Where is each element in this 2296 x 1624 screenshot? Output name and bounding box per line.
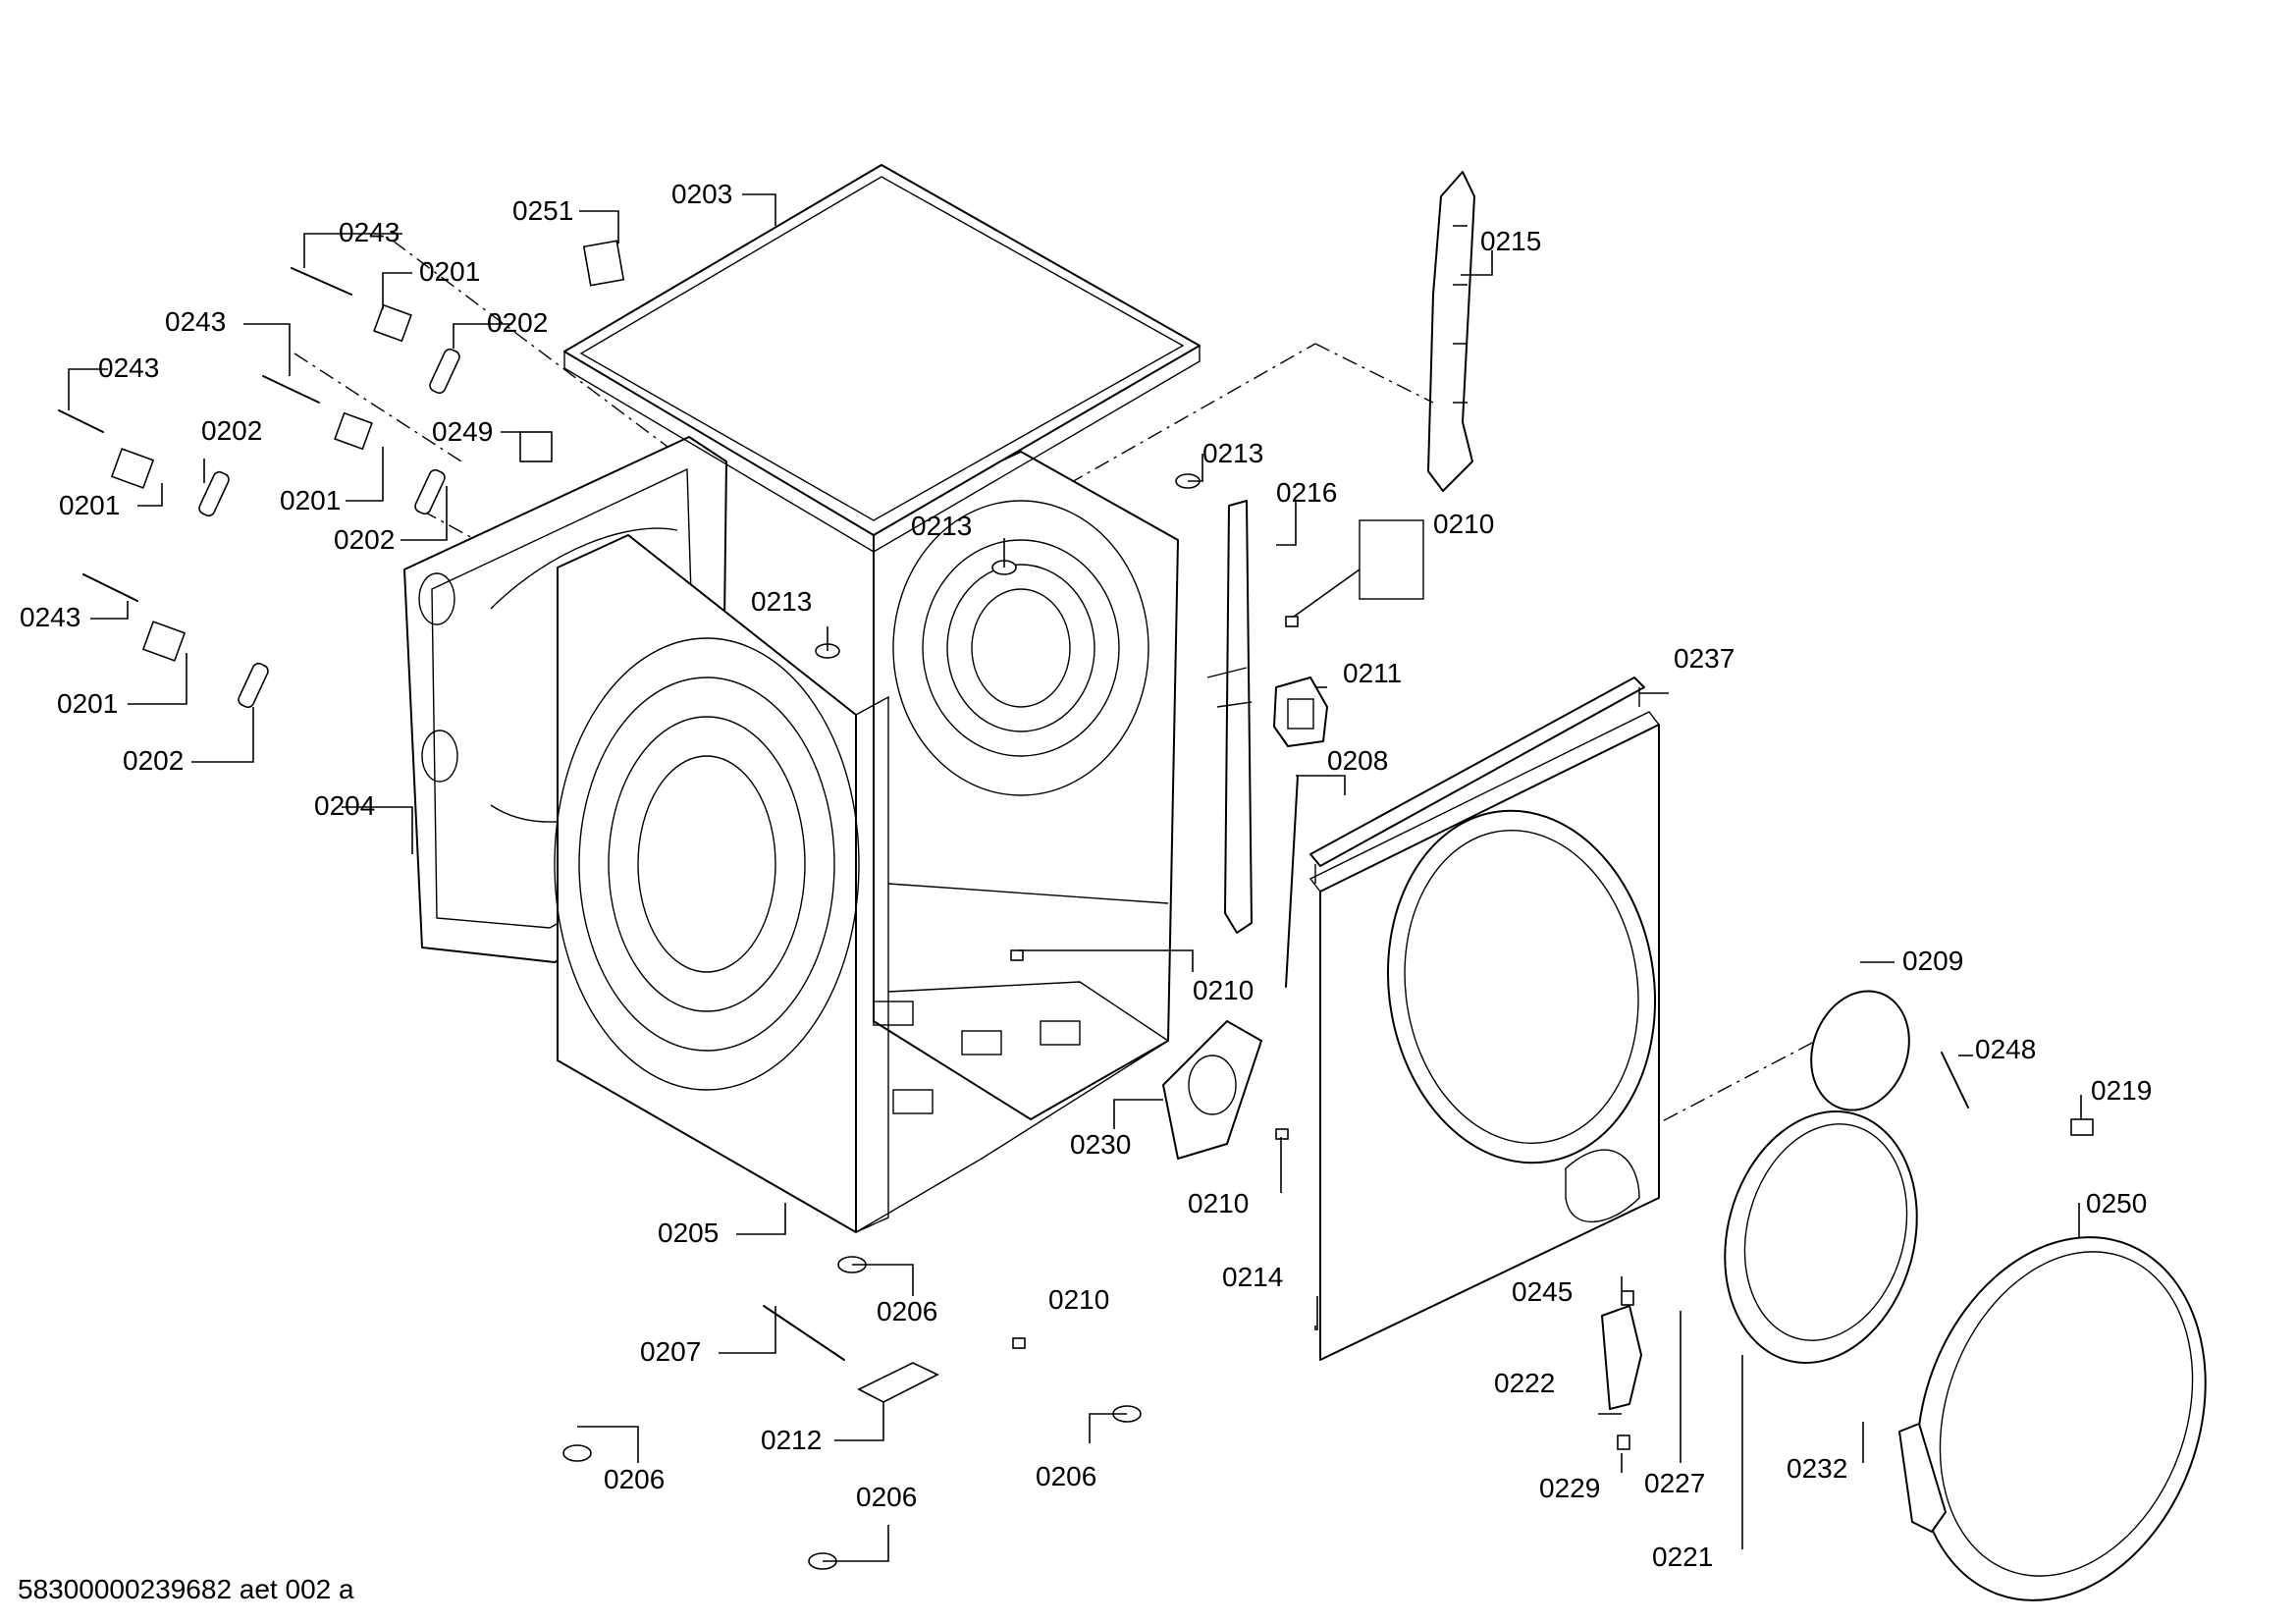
label-0210-d: 0210	[1188, 1188, 1249, 1218]
label-0201-c: 0201	[59, 490, 120, 520]
label-0210-a: 0210	[1048, 1284, 1109, 1315]
label-0248: 0248	[1975, 1034, 2036, 1064]
cable	[1285, 775, 1299, 988]
drawing-id: 58300000239682 aet 002 a	[18, 1574, 354, 1604]
label-0206-c: 0206	[1036, 1461, 1096, 1491]
label-0251: 0251	[512, 195, 573, 226]
label-0211: 0211	[1343, 658, 1402, 688]
label-0219: 0219	[2091, 1075, 2152, 1106]
label-0212: 0212	[761, 1425, 822, 1455]
label-0214: 0214	[1222, 1262, 1283, 1292]
label-0243-a: 0243	[339, 217, 400, 247]
top-cover	[563, 164, 1201, 553]
label-0209: 0209	[1902, 946, 1963, 976]
label-0213-b: 0213	[911, 511, 972, 541]
part-labels: 0243 0201 0202 0243 0243 0202 0201 0201 …	[20, 179, 2152, 1572]
label-0206-a: 0206	[877, 1296, 937, 1326]
label-0249: 0249	[432, 416, 493, 447]
leader-lines	[68, 193, 2082, 1562]
label-0205: 0205	[658, 1218, 719, 1248]
label-0210-b: 0210	[1193, 975, 1254, 1005]
label-0208: 0208	[1327, 745, 1388, 776]
rear-frame	[1427, 171, 1475, 492]
label-0206-b: 0206	[604, 1464, 665, 1494]
label-0202-b: 0202	[201, 415, 262, 446]
front-rail	[1309, 677, 1645, 884]
label-0245: 0245	[1512, 1276, 1573, 1307]
label-0229: 0229	[1539, 1473, 1600, 1503]
label-0243-b: 0243	[165, 306, 226, 337]
label-0215: 0215	[1480, 226, 1541, 256]
front-panel	[1308, 711, 1660, 1361]
label-0202-a: 0202	[487, 307, 548, 338]
label-0202-d: 0202	[123, 745, 184, 776]
label-0221: 0221	[1652, 1542, 1713, 1572]
door-hinge	[1601, 1305, 1642, 1410]
label-0230: 0230	[1070, 1129, 1131, 1160]
door-ring	[1724, 1110, 1918, 1364]
control-bracket	[1206, 500, 1253, 934]
label-0227: 0227	[1644, 1468, 1705, 1498]
label-0213-a: 0213	[1202, 438, 1263, 468]
label-0203: 0203	[671, 179, 732, 209]
label-0243-d: 0243	[20, 602, 80, 632]
label-0250: 0250	[2086, 1188, 2147, 1218]
label-0207: 0207	[640, 1336, 701, 1367]
label-0201-d: 0201	[57, 688, 118, 719]
label-0201-b: 0201	[280, 485, 341, 515]
label-0206-d: 0206	[856, 1482, 917, 1512]
label-0210-c: 0210	[1433, 509, 1494, 539]
label-0237: 0237	[1674, 643, 1735, 674]
back-panel	[873, 451, 1179, 1120]
cabinet-body	[554, 534, 1169, 1233]
label-0213-c: 0213	[751, 586, 812, 617]
door-assembly	[1898, 1236, 2207, 1601]
small-parts	[58, 240, 2094, 1570]
label-0201-a: 0201	[419, 256, 480, 287]
label-0232: 0232	[1787, 1453, 1847, 1484]
label-0243-c: 0243	[98, 352, 159, 383]
label-0222: 0222	[1494, 1368, 1555, 1398]
water-inlet	[1162, 1020, 1262, 1160]
label-0204: 0204	[314, 790, 375, 821]
door-lock	[1273, 677, 1328, 747]
label-0202-c: 0202	[334, 524, 395, 555]
label-0216: 0216	[1276, 477, 1337, 508]
service-cover	[1810, 990, 1910, 1111]
